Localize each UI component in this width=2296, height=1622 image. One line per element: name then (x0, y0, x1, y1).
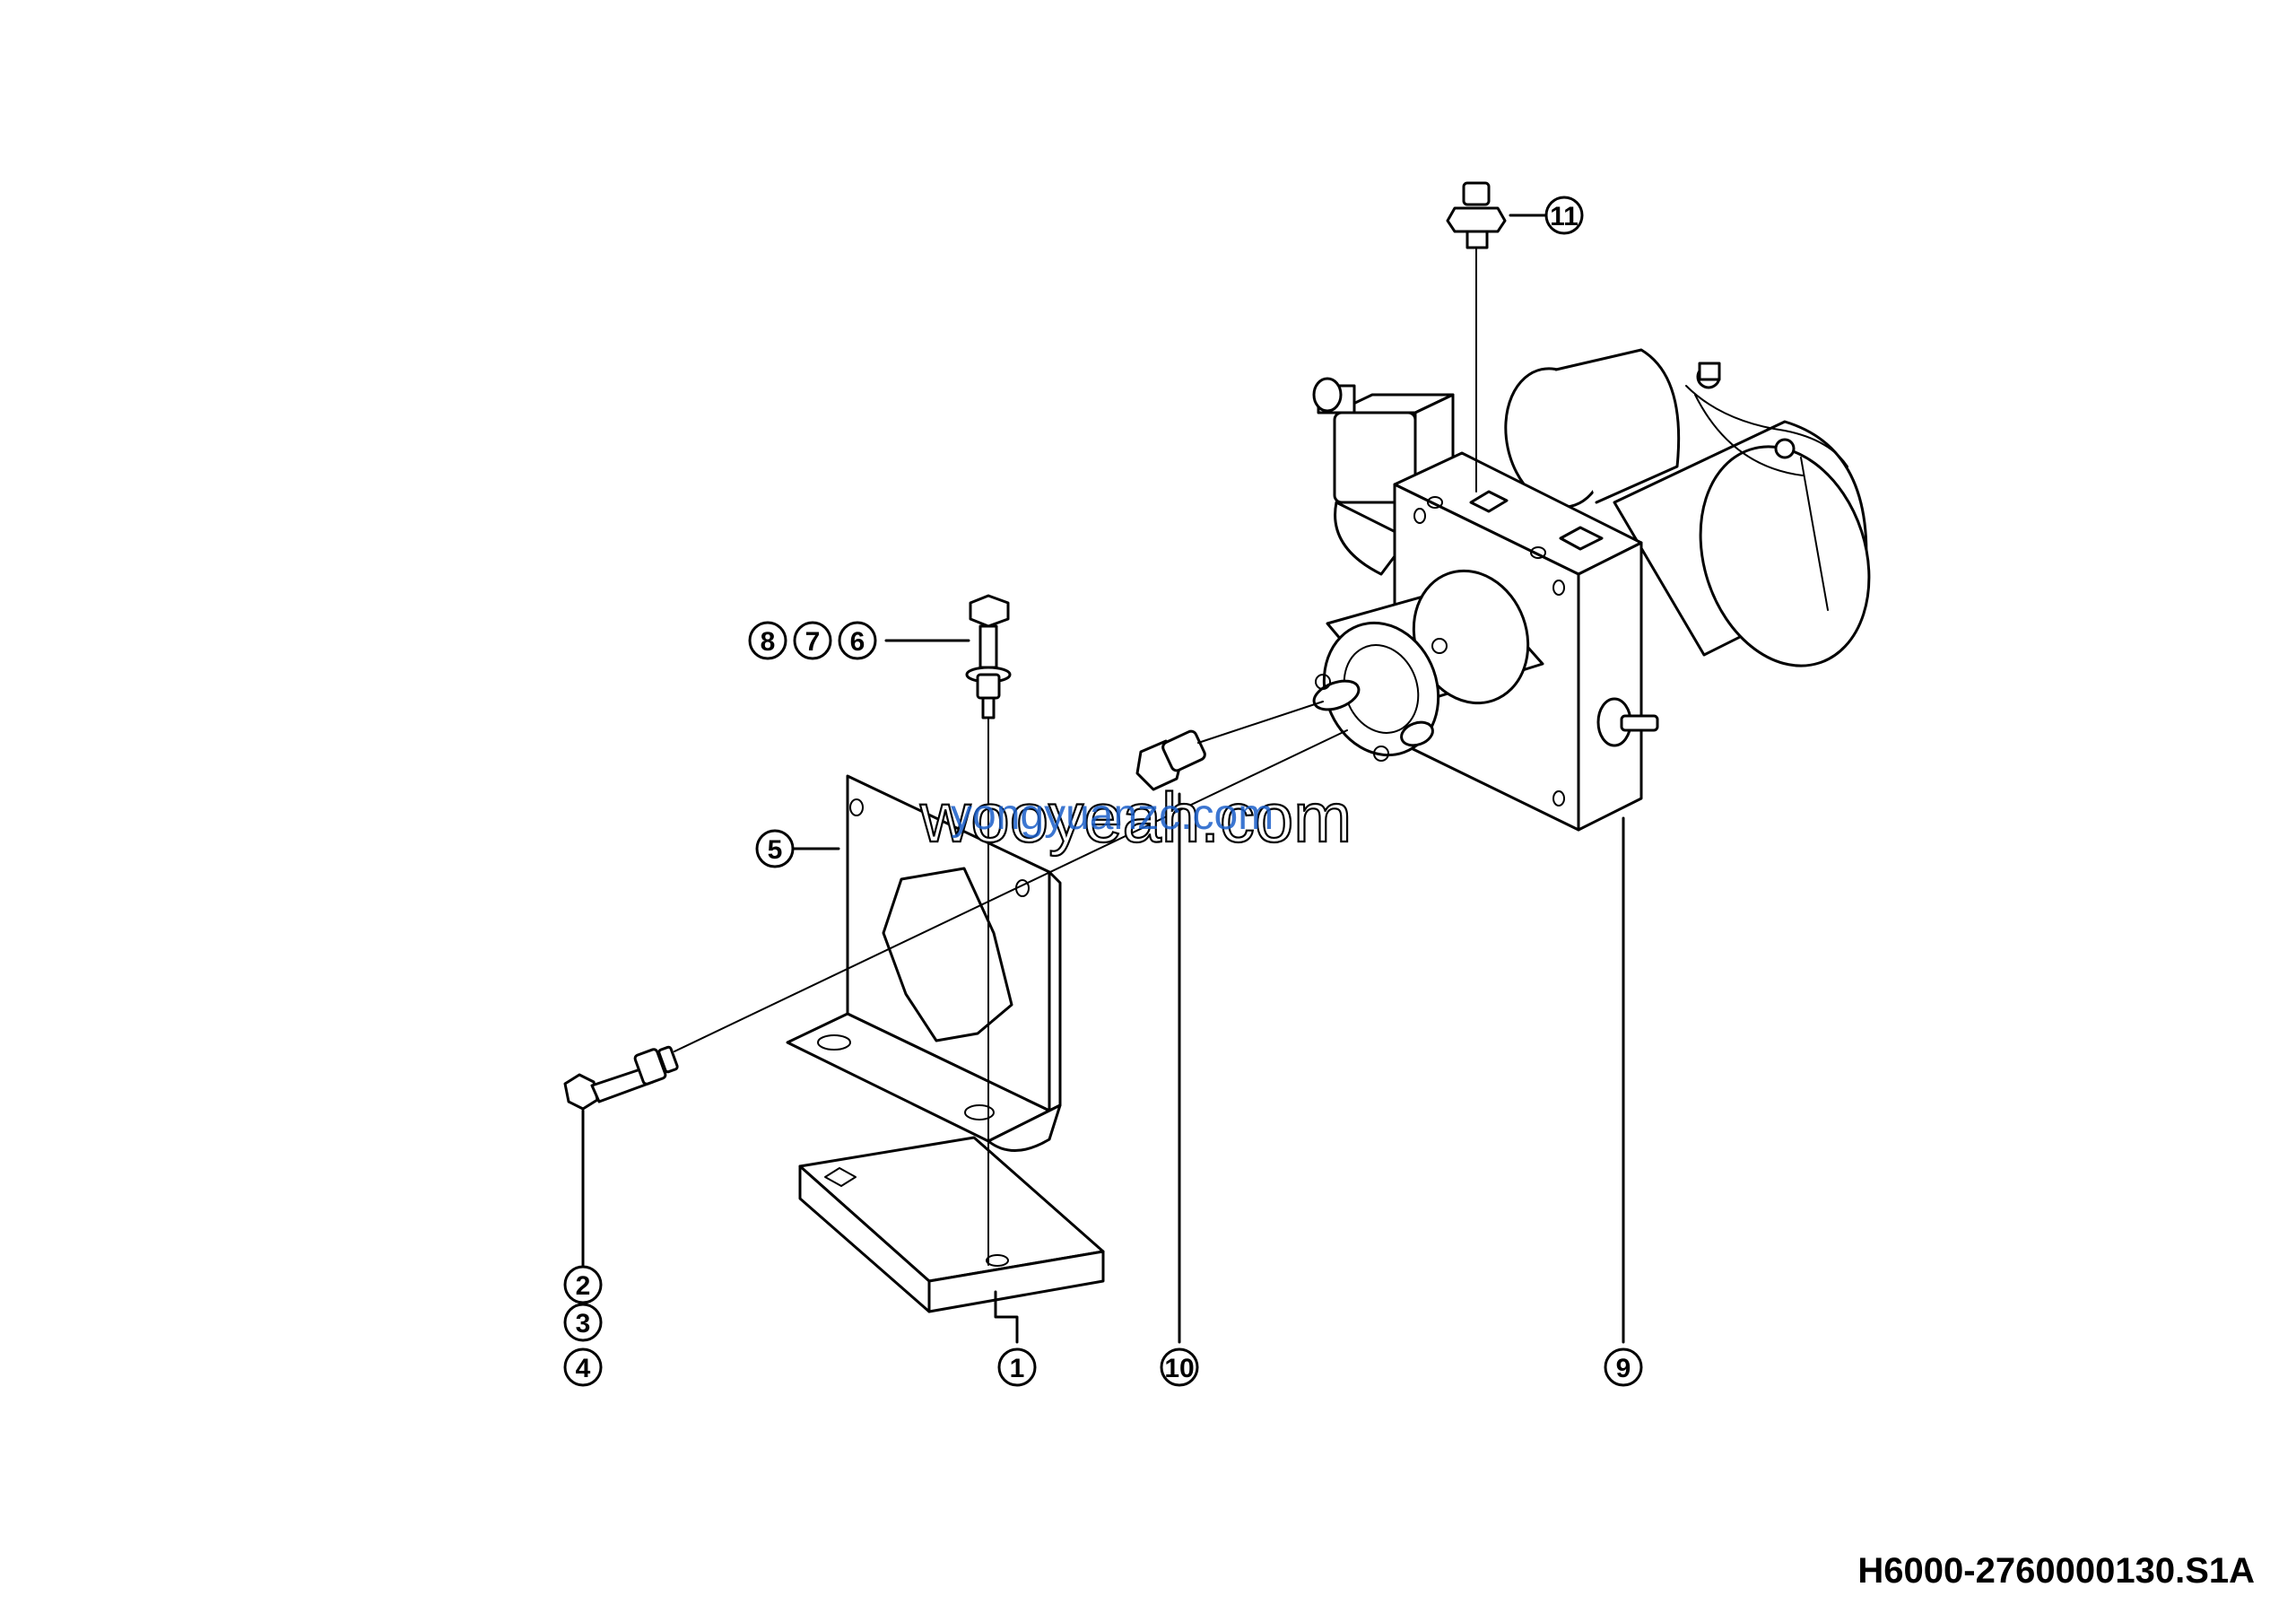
svg-text:7: 7 (805, 627, 821, 657)
svg-text:9: 9 (1616, 1354, 1631, 1383)
svg-text:3: 3 (576, 1309, 591, 1339)
svg-text:6: 6 (850, 627, 865, 657)
svg-text:11: 11 (1550, 202, 1578, 231)
power-unit (1312, 348, 1871, 832)
svg-text:1: 1 (1010, 1354, 1025, 1383)
svg-text:10: 10 (1164, 1354, 1194, 1383)
svg-text:2: 2 (576, 1271, 591, 1301)
callout-1: 1 (997, 1347, 1037, 1387)
base-plate (798, 1136, 1105, 1313)
callout-8: 8 (748, 621, 787, 660)
leader-lines (581, 214, 1625, 1344)
bolt-2-3-4 (563, 1045, 679, 1111)
callout-7: 7 (793, 621, 832, 660)
svg-text:4: 4 (576, 1354, 591, 1383)
svg-text:5: 5 (768, 835, 783, 865)
drawing-number: H6000-2760000130.S1A (1857, 1551, 2255, 1591)
bolt-6-7-8 (965, 594, 1012, 719)
callout-11: 11 (1544, 196, 1584, 235)
watermark-text: wooyeah.com (919, 778, 1352, 857)
fitting-11 (1446, 181, 1507, 249)
watermark-overlay-text: yongyuanzc.com (951, 791, 1274, 839)
callout-6: 6 (838, 621, 877, 660)
callout-10: 10 (1160, 1347, 1199, 1387)
callout-4: 4 (563, 1347, 603, 1387)
l-bracket (786, 774, 1062, 1152)
callout-3: 3 (563, 1303, 603, 1342)
callout-2: 2 (563, 1265, 603, 1304)
svg-text:8: 8 (761, 627, 776, 657)
fitting-10 (1135, 729, 1206, 791)
callout-5: 5 (755, 829, 795, 868)
callout-9: 9 (1604, 1347, 1643, 1387)
assembly-lines (674, 247, 1477, 1266)
